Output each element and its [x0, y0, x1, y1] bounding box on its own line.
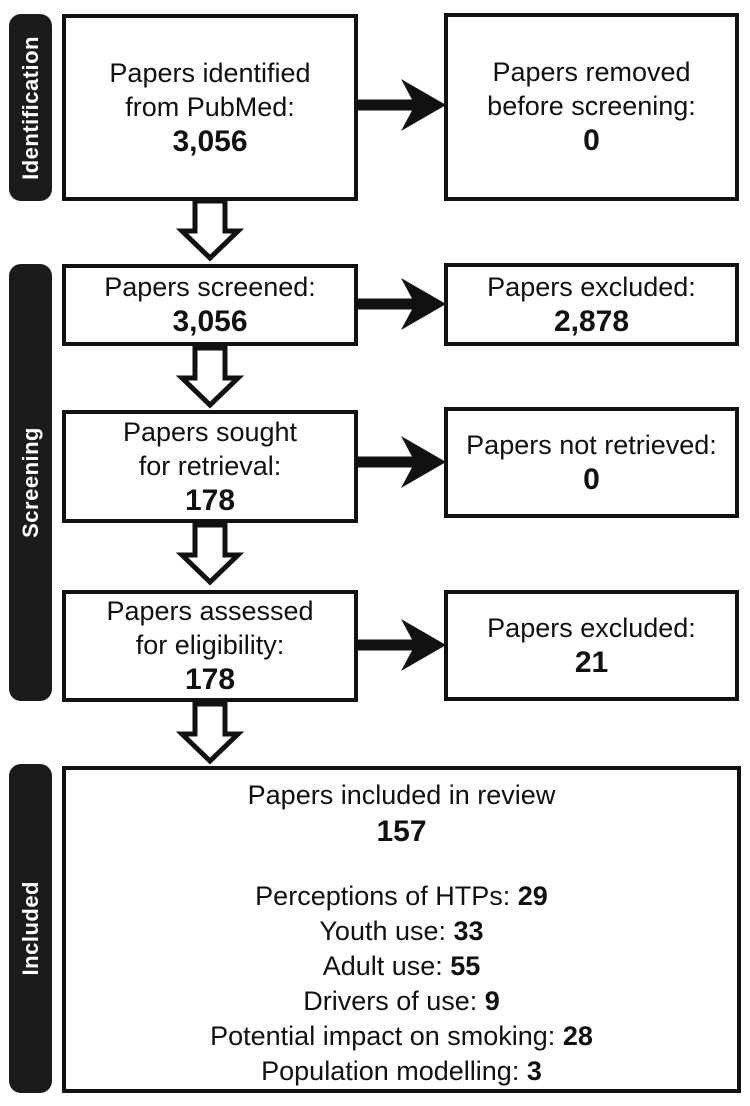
category-population-modelling: Population modelling: 3 — [261, 1054, 542, 1089]
box-papers-assessed-count: 178 — [184, 663, 236, 696]
arrow-down-identified-to-screened-icon — [175, 198, 245, 262]
arrow-down-sought-to-assessed-icon — [175, 522, 245, 586]
category-perceptions-count: 29 — [517, 881, 548, 911]
box-papers-screened-line1: Papers screened: — [104, 272, 316, 302]
box-papers-not-retrieved-line1: Papers not retrieved: — [466, 429, 717, 460]
box-papers-excluded-eligibility-count: 21 — [574, 645, 609, 679]
category-adult-use-label: Adult use: — [322, 951, 451, 981]
category-impact-smoking: Potential impact on smoking: 28 — [210, 1019, 593, 1054]
arrow-right-screened-to-excluded-icon — [356, 276, 446, 332]
box-papers-identified-count: 3,056 — [172, 124, 248, 158]
box-papers-not-retrieved: Papers not retrieved: 0 — [444, 407, 739, 518]
category-adult-use-count: 55 — [450, 951, 481, 981]
box-papers-excluded-screening: Papers excluded: 2,878 — [444, 263, 739, 346]
box-papers-not-retrieved-count: 0 — [583, 462, 600, 496]
category-youth-use-label: Youth use: — [319, 916, 454, 946]
box-papers-excluded-eligibility-line1: Papers excluded: — [487, 612, 696, 643]
category-perceptions-label: Perceptions of HTPs: — [255, 881, 518, 911]
box-papers-identified-line1: Papers identified — [109, 57, 311, 88]
box-papers-identified-line2: from PubMed: — [125, 91, 295, 122]
arrow-down-screened-to-sought-icon — [175, 345, 245, 409]
box-papers-sought-line1: Papers sought — [122, 416, 298, 447]
arrow-down-assessed-to-included-icon — [175, 701, 245, 765]
box-papers-excluded-screening-line1: Papers excluded: — [487, 271, 696, 302]
box-papers-assessed-line2: for eligibility: — [135, 630, 285, 660]
box-papers-identified: Papers identified from PubMed: 3,056 — [62, 14, 358, 201]
category-population-modelling-label: Population modelling: — [261, 1056, 527, 1086]
category-drivers-of-use-label: Drivers of use: — [303, 986, 485, 1016]
box-papers-removed-line2: before screening: — [487, 91, 696, 121]
category-perceptions: Perceptions of HTPs: 29 — [255, 879, 548, 914]
category-population-modelling-count: 3 — [526, 1056, 542, 1086]
box-papers-included-review: Papers included in review 157 Perception… — [62, 766, 741, 1093]
box-papers-removed: Papers removed before screening: 0 — [444, 13, 739, 201]
category-youth-use: Youth use: 33 — [319, 914, 483, 949]
arrow-right-sought-to-not-retrieved-icon — [356, 434, 446, 490]
category-impact-smoking-label: Potential impact on smoking: — [210, 1021, 563, 1051]
box-papers-removed-line1: Papers removed — [492, 57, 691, 87]
stage-bar-screening: Screening — [9, 264, 52, 701]
box-papers-assessed: Papers assessed for eligibility: 178 — [62, 590, 358, 702]
box-papers-included-review-count: 157 — [376, 815, 427, 848]
stage-bar-included: Included — [9, 764, 52, 1093]
box-papers-excluded-screening-count: 2,878 — [553, 304, 630, 338]
stage-label-screening: Screening — [17, 427, 43, 538]
category-impact-smoking-count: 28 — [562, 1021, 593, 1051]
stage-label-identification: Identification — [17, 35, 43, 180]
stage-bar-identification: Identification — [9, 14, 52, 201]
arrow-right-identified-to-removed-icon — [356, 77, 446, 133]
box-papers-included-review-title: Papers included in review — [247, 780, 556, 810]
stage-label-included: Included — [17, 881, 43, 976]
category-youth-use-count: 33 — [453, 916, 484, 946]
box-papers-removed-count: 0 — [583, 124, 600, 157]
box-papers-excluded-eligibility: Papers excluded: 21 — [444, 590, 739, 701]
arrow-right-assessed-to-excluded-icon — [356, 617, 446, 673]
box-papers-screened-count: 3,056 — [172, 305, 248, 338]
category-drivers-of-use: Drivers of use: 9 — [303, 984, 500, 1019]
box-papers-assessed-line1: Papers assessed — [106, 596, 314, 626]
category-drivers-of-use-count: 9 — [484, 986, 500, 1016]
category-adult-use: Adult use: 55 — [323, 949, 481, 984]
box-papers-sought: Papers sought for retrieval: 178 — [62, 410, 358, 523]
box-papers-screened: Papers screened: 3,056 — [62, 264, 358, 346]
box-papers-sought-count: 178 — [184, 483, 236, 517]
box-papers-sought-line2: for retrieval: — [138, 450, 282, 481]
